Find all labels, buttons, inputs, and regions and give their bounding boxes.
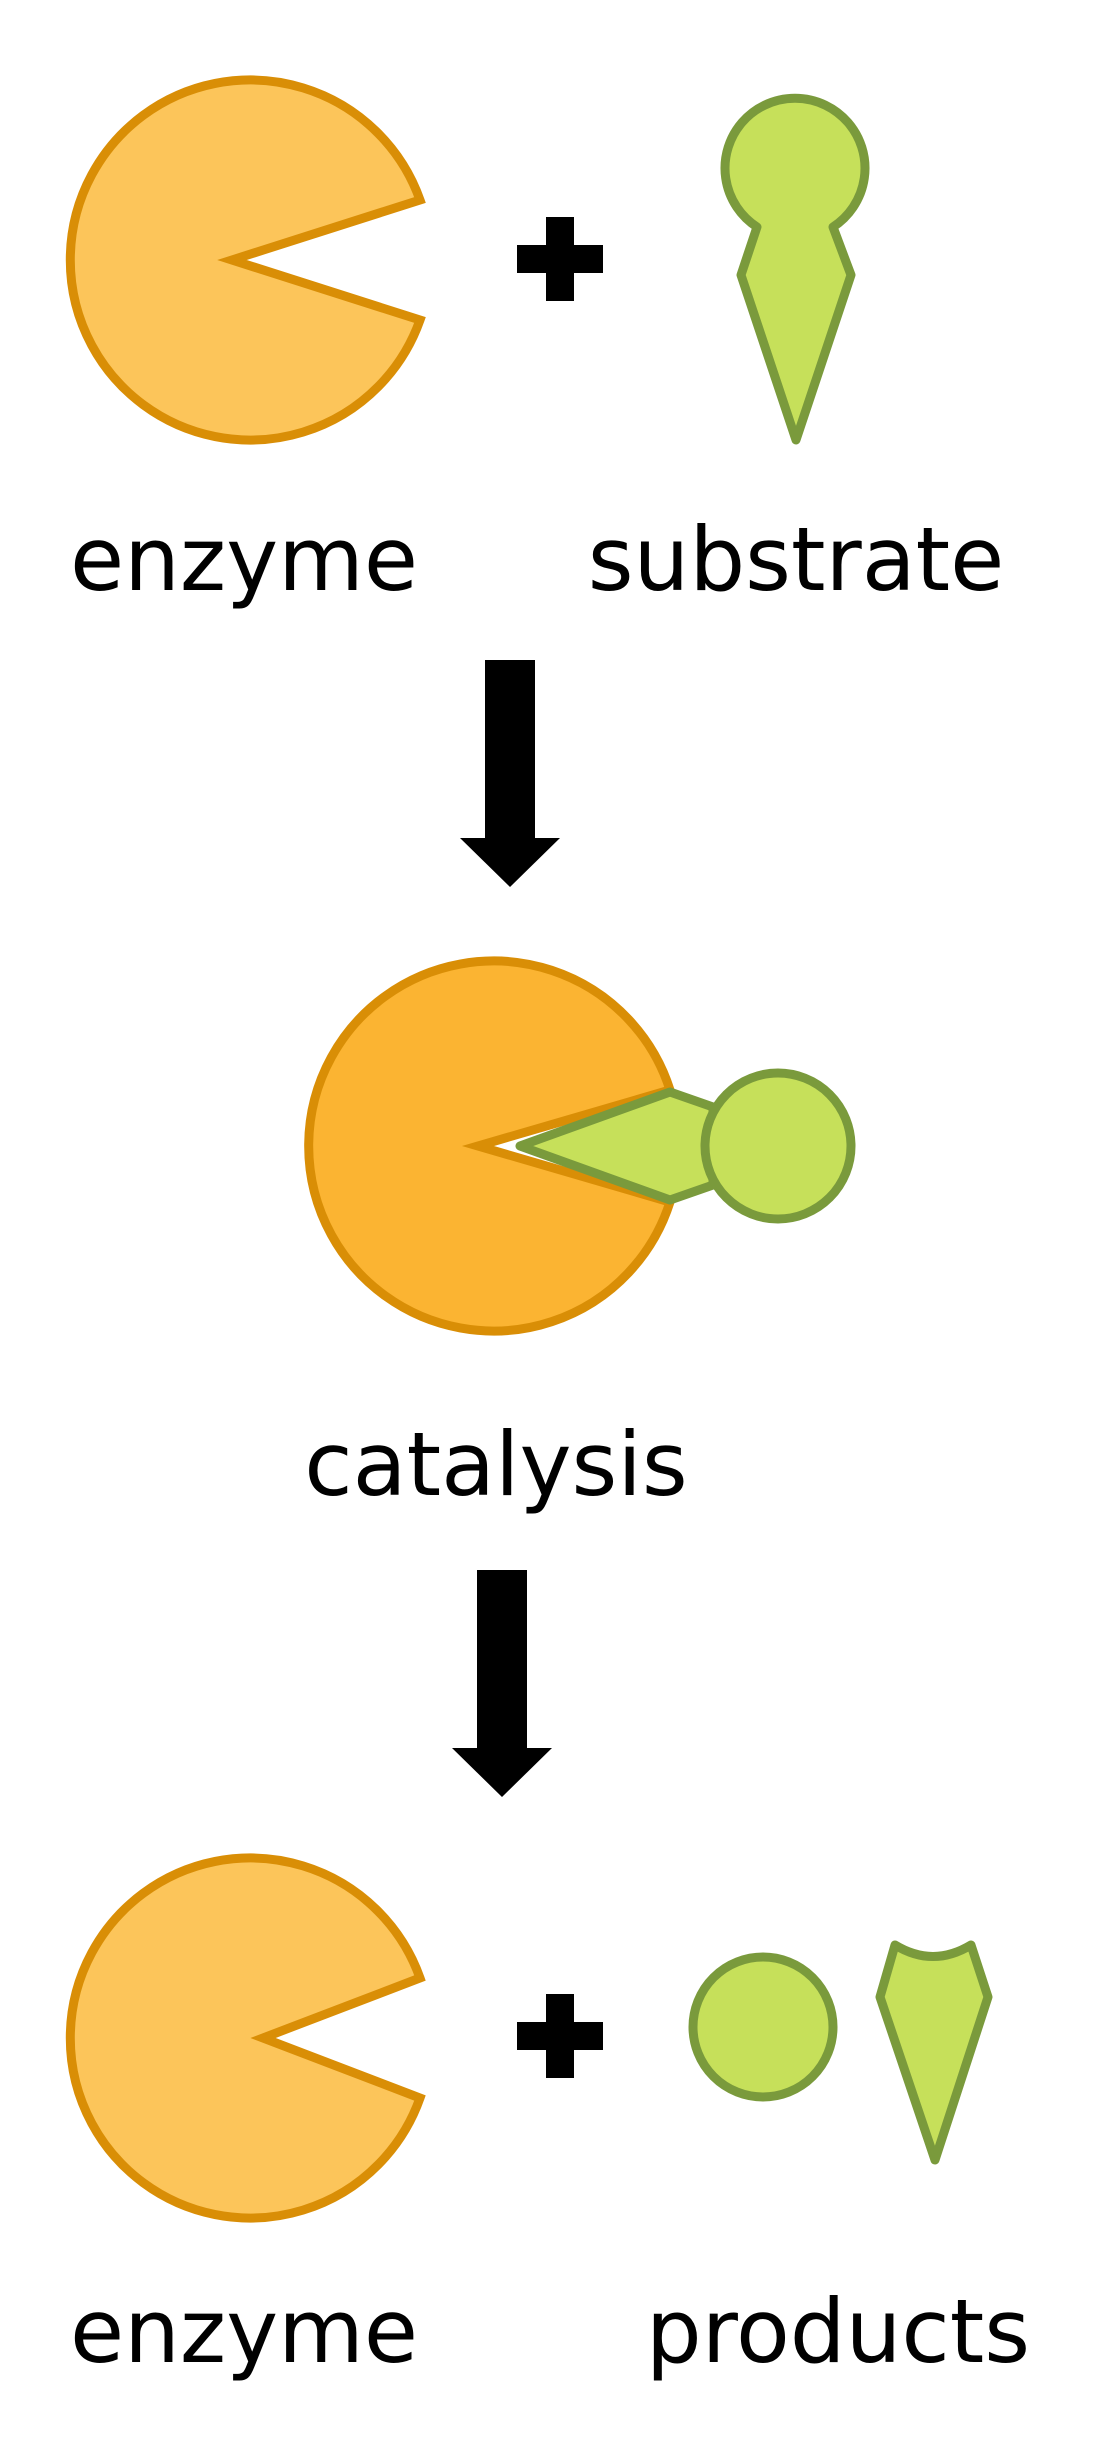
enzyme-top-icon xyxy=(65,75,426,445)
product-head-icon xyxy=(688,1952,838,2102)
product-tail-icon xyxy=(875,1940,993,2165)
substrate-label: substrate xyxy=(588,508,1005,611)
enzyme-bottom-icon xyxy=(65,1853,426,2223)
substrate-icon xyxy=(720,93,870,445)
enzyme-bottom-label: enzyme xyxy=(70,2280,418,2383)
plus-top-icon xyxy=(517,217,603,301)
enzyme-bound-icon xyxy=(304,956,676,1336)
products-label: products xyxy=(646,2280,1030,2383)
catalysis-label: catalysis xyxy=(304,1413,687,1516)
enzyme-top-label: enzyme xyxy=(70,508,418,611)
down-arrow-1-icon xyxy=(460,660,560,887)
substrate-bound-head-icon xyxy=(700,1068,856,1224)
plus-bottom-icon xyxy=(517,1994,603,2078)
down-arrow-2-icon xyxy=(452,1570,552,1797)
